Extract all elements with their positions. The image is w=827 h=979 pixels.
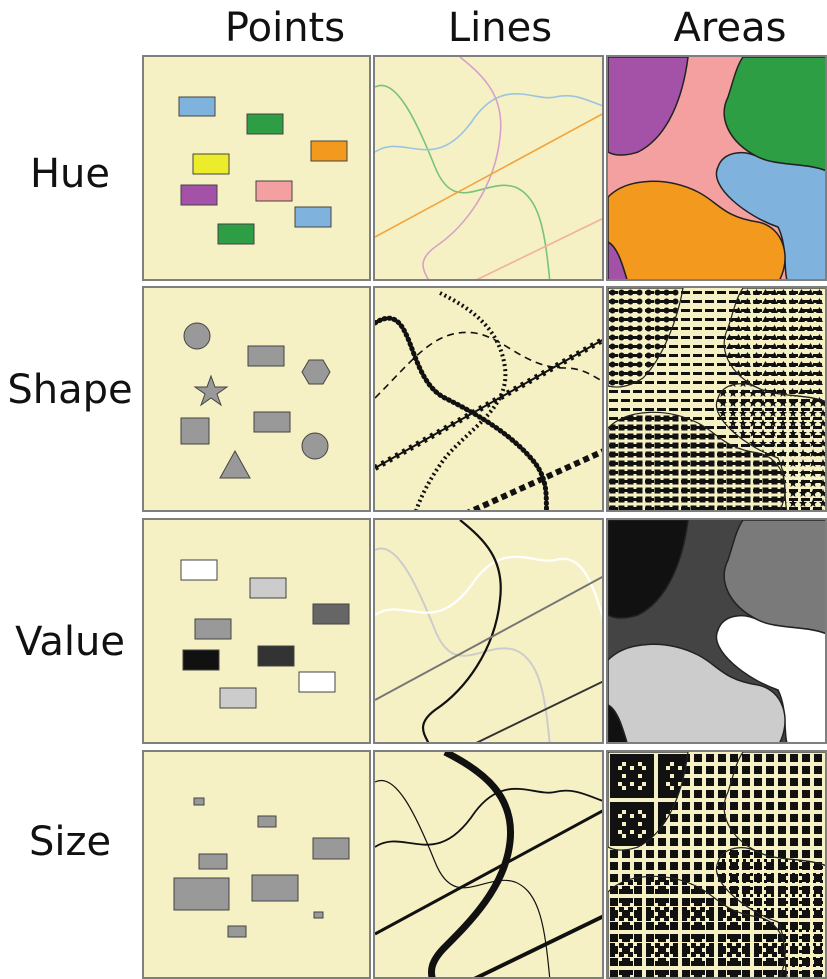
value-points-graphic	[180, 559, 350, 709]
size-lines-graphic	[375, 752, 602, 977]
hue-lines-graphic	[375, 57, 602, 279]
value-areas-graphic	[608, 520, 825, 742]
hue-areas-panel	[606, 55, 827, 281]
hue-points-graphic	[178, 96, 348, 245]
column-header-areas: Areas	[673, 5, 787, 51]
shape-lines-graphic	[375, 291, 602, 510]
size-areas-graphic	[608, 752, 825, 977]
row-header-shape: Shape	[7, 367, 133, 413]
value-lines-graphic	[375, 520, 602, 742]
value-lines-panel	[373, 518, 604, 744]
shape-areas-graphic	[608, 288, 825, 510]
value-areas-panel	[606, 518, 827, 744]
value-points-panel	[142, 518, 371, 744]
row-header-value: Value	[15, 619, 125, 665]
hue-points-panel	[142, 55, 371, 281]
size-points-panel	[142, 750, 371, 979]
column-header-lines: Lines	[447, 5, 553, 51]
shape-areas-panel	[606, 286, 827, 512]
shape-points-graphic	[180, 322, 331, 479]
hue-lines-panel	[373, 55, 604, 281]
column-header-points: Points	[224, 5, 346, 51]
size-points-graphic	[173, 797, 350, 938]
size-lines-panel	[373, 750, 604, 979]
shape-lines-panel	[373, 286, 604, 512]
shape-points-panel	[142, 286, 371, 512]
row-header-hue: Hue	[29, 151, 111, 197]
row-header-size: Size	[28, 819, 112, 865]
hue-areas-graphic	[608, 57, 825, 279]
size-areas-panel	[606, 750, 827, 979]
